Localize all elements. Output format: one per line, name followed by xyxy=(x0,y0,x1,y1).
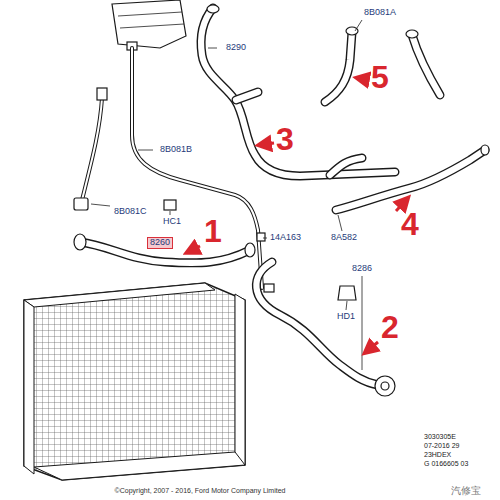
callout-number: 1 xyxy=(204,214,222,249)
part-label: 14A163 xyxy=(269,233,302,243)
callout-number: 5 xyxy=(371,60,389,95)
watermark: 汽修宝 xyxy=(451,485,481,496)
part-label: 8290 xyxy=(225,43,247,53)
part-label-highlighted: 8260 xyxy=(147,237,173,249)
part-label: 8B081B xyxy=(159,145,193,155)
part-label: HC1 xyxy=(162,217,182,227)
drawing-code: 07-2016 29 xyxy=(424,442,459,450)
part-label: 8A582 xyxy=(330,233,358,243)
callout-number: 3 xyxy=(276,122,294,157)
radiator xyxy=(24,283,245,480)
drawing-code: G 0166605 03 xyxy=(424,460,468,468)
callout-number: 2 xyxy=(381,310,399,345)
callout-number: 4 xyxy=(401,207,419,242)
drawing-code: 23HDEX xyxy=(424,451,451,459)
coolant-hoses xyxy=(80,8,485,385)
part-label: 8B081C xyxy=(113,207,148,217)
hose-fittings xyxy=(74,5,489,396)
leader-lines xyxy=(91,20,362,370)
callout-arrows xyxy=(188,78,407,352)
copyright-note: ©Copyright, 2007 - 2016, Ford Motor Comp… xyxy=(115,487,286,495)
part-label: 8286 xyxy=(351,264,373,274)
drawing-code: 3030305E xyxy=(424,433,456,441)
part-label: 8B081A xyxy=(363,8,397,18)
expansion-tank xyxy=(112,0,186,50)
part-label: HD1 xyxy=(336,312,356,322)
